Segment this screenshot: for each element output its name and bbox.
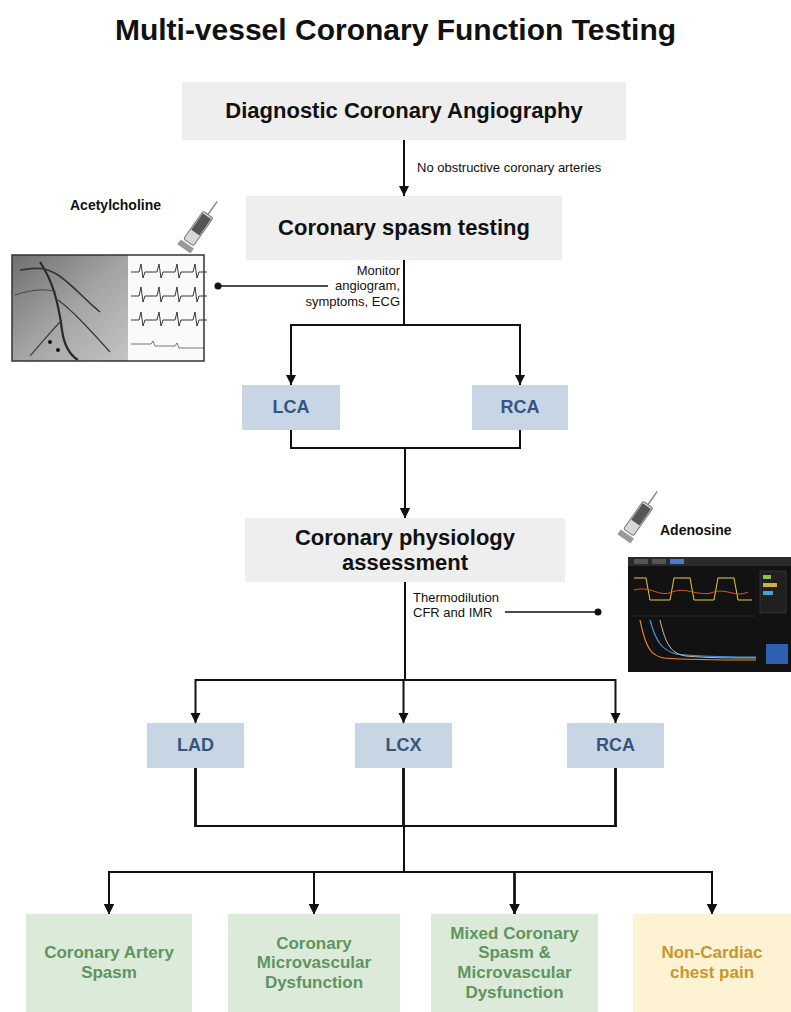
angiogram-image (12, 255, 128, 361)
flow-arrow (405, 582, 616, 723)
vessel (15, 290, 56, 295)
syringe-needle (208, 201, 217, 214)
node-text: RCA (575, 735, 656, 756)
syringe-icon (617, 487, 663, 544)
flow-arrow (404, 768, 712, 914)
node-text: Diagnostic Coronary Angiography (190, 98, 618, 123)
diagram-title: Multi-vessel Coronary Function Testing (0, 12, 791, 47)
monitor-header (628, 557, 791, 566)
flow-arrow (404, 768, 713, 914)
vessel-box: LCX (355, 723, 452, 768)
annotation-label: Thermodilution CFR and IMR (413, 590, 523, 621)
vessel-box: RCA (472, 385, 568, 430)
outcome-box: Coronary Artery Spasm (26, 914, 192, 1012)
flow-arrow (291, 430, 405, 518)
process-box: Diagnostic Coronary Angiography (182, 82, 626, 140)
ecg-trace (131, 287, 207, 302)
marker-dot (48, 340, 52, 344)
monitor-button (766, 644, 788, 664)
flow-arrow (196, 768, 713, 914)
ecg-image (12, 255, 207, 361)
vessel-box: LCA (242, 385, 340, 430)
annotation-label: Acetylcholine (70, 197, 180, 214)
flow-arrow (109, 768, 616, 914)
monitor-tab (634, 559, 648, 564)
syringe-plunger (177, 239, 194, 253)
ecg-trace (131, 341, 204, 348)
ecg-trace (131, 312, 207, 326)
node-text: Mixed Coronary Spasm & Microvascular Dys… (439, 924, 590, 1002)
flow-arrow (196, 768, 405, 914)
monitor-side-panel (760, 571, 786, 613)
flow-arrow (403, 140, 405, 196)
thermodilution-curve (660, 620, 756, 658)
monitor-image (628, 557, 791, 672)
node-text: Coronary physiology assessment (253, 525, 557, 576)
vessel-box: RCA (567, 723, 664, 768)
node-text: Coronary Microvascular Dysfunction (236, 934, 392, 993)
syringe-barrel (624, 501, 653, 536)
edge-label: No obstructive coronary arteries (415, 160, 603, 175)
flow-arrow (314, 768, 404, 914)
leader-line (505, 611, 598, 613)
marker-dot (56, 348, 60, 352)
image-border (12, 255, 204, 361)
syringe-icon (177, 197, 223, 254)
annotation-label: Monitor angiogram, symptoms, ECG (290, 263, 400, 309)
angiogram-frame (12, 255, 128, 361)
outcome-box: Coronary Microvascular Dysfunction (228, 914, 400, 1012)
node-text: Coronary spasm testing (254, 215, 554, 240)
node-text: LCX (363, 735, 444, 756)
node-text: Non-Cardiac chest pain (641, 943, 783, 982)
pressure-trace (634, 589, 748, 594)
monitor-tab (670, 559, 684, 564)
flow-arrow (404, 768, 515, 914)
flow-arrow (109, 768, 404, 914)
node-text: Coronary Artery Spasm (34, 943, 184, 982)
process-box: Coronary physiology assessment (245, 518, 565, 582)
monitor-readout (763, 575, 771, 579)
thermodilution-curve (650, 620, 756, 657)
syringe-needle (648, 491, 657, 504)
syringe-barrel (184, 211, 213, 246)
annotation-label: Adenosine (660, 522, 770, 539)
monitor-grid (632, 616, 756, 617)
ecg-trace (131, 264, 207, 278)
syringe-fluid (631, 503, 651, 525)
outcome-box: Mixed Coronary Spasm & Microvascular Dys… (431, 914, 598, 1012)
flow-arrow (405, 430, 520, 518)
flow-arrow (109, 768, 404, 914)
vessel (30, 320, 62, 356)
flow-arrow (314, 768, 616, 914)
outcome-box: Non-Cardiac chest pain (633, 914, 791, 1012)
node-text: RCA (480, 397, 560, 418)
pressure-trace (634, 578, 752, 600)
syringe-fluid (191, 213, 211, 235)
node-text: LCA (250, 397, 332, 418)
flow-arrow (404, 768, 616, 914)
flow-arrow (196, 768, 515, 914)
flow-arrow (196, 582, 406, 723)
flow-arrow (404, 260, 520, 385)
leader-line (218, 285, 328, 287)
thermodilution-curve (640, 620, 756, 660)
monitor-readout (763, 591, 773, 595)
vessel (20, 268, 100, 312)
flow-arrow (291, 260, 404, 385)
monitor-tab (652, 559, 666, 564)
monitor-screen (628, 557, 791, 672)
monitor-readout (763, 583, 777, 587)
syringe-plunger (617, 529, 634, 543)
node-text: LAD (155, 735, 236, 756)
vessel-box: LAD (147, 723, 244, 768)
vessel (58, 300, 110, 352)
process-box: Coronary spasm testing (246, 196, 562, 260)
vessel (40, 262, 78, 360)
